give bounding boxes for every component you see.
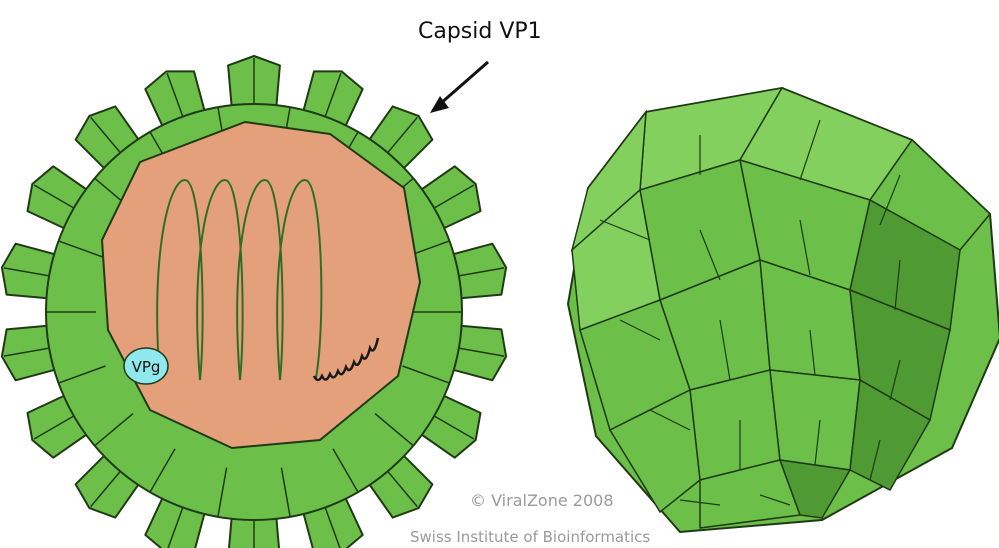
credits: © ViralZone 2008 Swiss Institute of Bioi… xyxy=(410,491,650,546)
credit-line-2: Swiss Institute of Bioinformatics xyxy=(410,528,650,546)
capsid-exterior-view xyxy=(568,88,999,532)
capsid-facet xyxy=(770,370,860,470)
vpg-label: VPg xyxy=(132,358,161,376)
capsid-arrow-line xyxy=(440,62,488,104)
virion-cross-section: VPg xyxy=(2,56,506,548)
vpg-protein: VPg xyxy=(124,348,168,384)
capsid-annotation: Capsid VP1 xyxy=(418,19,542,113)
capsid-vp1-label: Capsid VP1 xyxy=(418,19,542,44)
credit-line-1: © ViralZone 2008 xyxy=(470,491,614,510)
